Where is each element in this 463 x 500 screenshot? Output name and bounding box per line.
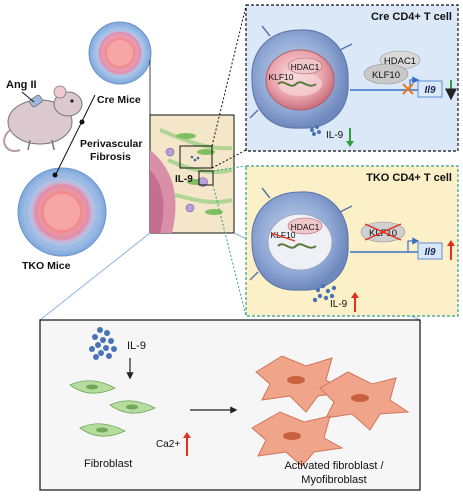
myofibroblast-cells xyxy=(251,355,410,467)
tko-nucleus-klf10-strike xyxy=(270,232,296,242)
tko-il9-up-arrowhead xyxy=(351,292,359,298)
fibroblast-cells xyxy=(69,380,156,437)
tko-tcell xyxy=(249,187,353,291)
cre-nucleus-hdac1-blob xyxy=(287,57,323,75)
zoom-line-bottom-left xyxy=(39,232,151,321)
zoom-line-cre-bottom xyxy=(211,149,247,169)
cre-complex-klf10: KLF10 xyxy=(372,70,400,81)
tko-nucleus-hdac1: HDAC1 xyxy=(291,222,320,232)
zoom-line-cre-top xyxy=(211,5,247,147)
tko-gene-up-arrowhead xyxy=(447,240,455,246)
cre-nucleus-klf10: KLF10 xyxy=(268,72,293,82)
tko-il9-dots xyxy=(312,283,337,303)
tko-artery-illustration xyxy=(17,167,107,257)
cre-il9-label: IL-9 xyxy=(326,130,344,141)
cre-to-tko-connector xyxy=(54,94,96,177)
perivascular-label-line2: Fibrosis xyxy=(90,151,131,163)
cre-complex-hdac1: HDAC1 xyxy=(384,56,416,67)
cre-artery-illustration xyxy=(88,21,152,85)
cre-nucleus-hdac1: HDAC1 xyxy=(291,62,320,72)
bottom-il9-label: IL-9 xyxy=(127,340,146,352)
cre-gene-box xyxy=(417,80,443,98)
activated-label-line2: Myofibroblast xyxy=(301,474,366,486)
activated-label-line1: Activated fibroblast / xyxy=(284,460,384,472)
tko-panel xyxy=(245,165,459,317)
perivascular-label-line1: Perivascular xyxy=(80,138,142,150)
mouse-illustration xyxy=(3,85,83,152)
tko-tss-arrow xyxy=(407,237,420,252)
calcium-label: Ca2+ xyxy=(156,439,180,450)
cre-block-x-b xyxy=(402,83,414,95)
cre-klf10-blob xyxy=(363,63,409,85)
cre-gene-label: Il9 xyxy=(424,85,436,96)
bottom-il9-dots xyxy=(89,327,117,360)
cre-mice-label: Cre Mice xyxy=(97,94,141,106)
tko-complex-klf10-strike-b xyxy=(364,223,402,241)
cre-il9-down-arrowhead xyxy=(346,141,354,147)
tko-gene-label: Il9 xyxy=(424,247,436,258)
zoom-line-tko-top xyxy=(212,165,247,172)
fibroblast-label: Fibroblast xyxy=(84,458,132,470)
ang-ii-label: Ang II xyxy=(6,79,37,91)
tko-nucleus-klf10: KLF10 xyxy=(270,230,295,240)
connector-dot-bottom xyxy=(52,172,58,178)
tko-complex-klf10: KLF10 xyxy=(369,228,397,239)
ang-ii-pointer xyxy=(21,91,35,103)
tko-il9-label: IL-9 xyxy=(330,299,348,310)
tissue-il9-label: IL-9 xyxy=(175,174,193,185)
tko-nucleus-hdac1-blob xyxy=(287,217,323,235)
zoom-line-tko-bottom xyxy=(212,184,247,317)
tko-mice-label: TKO Mice xyxy=(22,260,71,272)
tko-gene-box xyxy=(417,242,443,260)
cre-il9-dots xyxy=(310,125,321,136)
connector-dot-top xyxy=(79,119,85,125)
cre-panel-title: Cre CD4+ T cell xyxy=(371,11,452,23)
tko-panel-title: TKO CD4+ T cell xyxy=(366,172,452,184)
calcium-up-arrowhead xyxy=(183,432,191,438)
